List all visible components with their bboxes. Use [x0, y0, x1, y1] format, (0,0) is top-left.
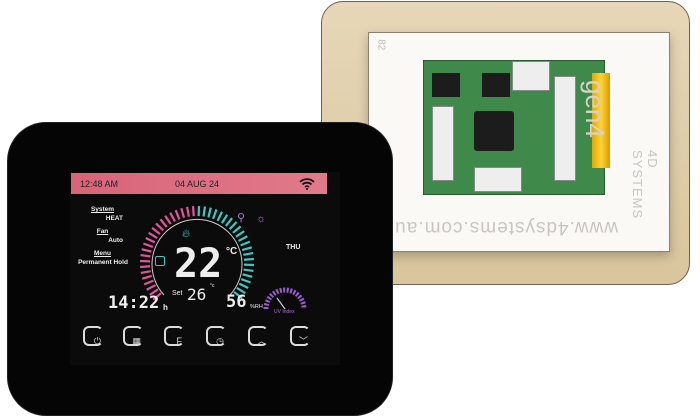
sun-icon: ☼ — [256, 213, 267, 225]
gauge-tick — [186, 206, 190, 217]
system-label: System — [90, 206, 115, 213]
system-value[interactable]: HEAT — [105, 215, 123, 222]
menu-value[interactable]: Permanent Hold — [78, 259, 128, 266]
down-chevron-button[interactable]: ﹀ — [290, 326, 310, 346]
uv-index-gauge — [263, 287, 307, 310]
gauge-tick — [169, 212, 176, 223]
grid-icon: ▦ — [132, 336, 141, 346]
gauge-tick — [241, 246, 253, 252]
fahrenheit-icon: F — [176, 336, 183, 346]
gauge-tick — [228, 221, 238, 230]
header-time: 12:48 AM — [80, 179, 119, 189]
temperature-unit: °C — [226, 246, 238, 257]
lock-icon — [155, 256, 165, 266]
gauge-tick — [152, 292, 162, 301]
gen4-logo: gen4 — [580, 80, 610, 138]
humidity: 56 — [226, 292, 247, 312]
gauge-tick — [233, 291, 243, 299]
power-button[interactable]: ⏻ — [83, 326, 103, 346]
gauge-tick — [143, 242, 154, 248]
up-chevron-icon: ︿ — [256, 336, 266, 346]
fan-label: Fan — [96, 228, 109, 235]
clock: 14:22 — [108, 293, 160, 313]
gauge-tick — [235, 230, 245, 238]
down-chevron-icon: ﹀ — [298, 336, 308, 346]
gauge-tick — [159, 218, 168, 228]
ribbon-cable — [592, 73, 610, 168]
wind-turbine-icon: ⚲ — [237, 212, 246, 224]
clock-icon: ◷ — [216, 336, 224, 346]
current-temperature: 22 — [174, 241, 223, 287]
gauge-tick — [140, 253, 151, 258]
board-url: www.4dsystems.com.au — [394, 217, 618, 238]
gauge-tick — [243, 257, 254, 261]
humidity-unit: %RH — [250, 304, 263, 310]
gauge-tick — [243, 268, 254, 273]
thermostat-screen — [70, 172, 340, 365]
gauge-tick — [145, 237, 156, 244]
gauge-tick — [149, 288, 159, 296]
gauge-tick — [237, 235, 248, 242]
gauge-tick — [146, 284, 157, 291]
gauge-tick — [180, 207, 186, 219]
set-label: Set — [172, 290, 183, 297]
gauge-tick — [207, 207, 212, 218]
fahrenheit-button[interactable]: F — [164, 326, 184, 346]
gauge-tick — [243, 252, 254, 256]
gauge-tick — [238, 282, 249, 289]
gauge-tick — [225, 217, 233, 227]
status-bar: 12:48 AM 04 AUG 24 — [71, 173, 327, 194]
gauge-tick — [174, 209, 181, 220]
temperature-gauge — [139, 205, 255, 301]
fan-value[interactable]: Auto — [108, 237, 123, 244]
header-date: 04 AUG 24 — [175, 179, 220, 189]
gauge-tick — [148, 231, 158, 240]
gauge-tick — [141, 248, 152, 253]
gauge-tick — [240, 240, 251, 247]
up-chevron-button[interactable]: ︿ — [248, 326, 268, 346]
gauge-tick — [141, 274, 153, 280]
day-label: THU — [286, 244, 301, 251]
gauge-tick — [242, 273, 253, 278]
gauge-tick — [232, 225, 242, 234]
set-temperature[interactable]: 26 — [187, 285, 207, 304]
gauge-tick — [155, 222, 164, 232]
menu-label: Menu — [94, 250, 111, 257]
wifi-icon — [299, 178, 315, 190]
gauge-tick — [164, 215, 172, 225]
flame-icon: 🔥︎ — [182, 228, 191, 240]
gauge-tick — [143, 279, 154, 286]
gauge-tick — [191, 206, 195, 217]
gauge-tick — [240, 278, 251, 284]
power-icon: ⏻ — [93, 336, 101, 346]
gauge-tick — [140, 265, 151, 269]
gauge-tick — [151, 227, 161, 235]
gauge-tick — [236, 286, 246, 295]
board-label: 82 — [375, 39, 387, 51]
uv-index-label: UV Index — [274, 309, 295, 315]
clock-button[interactable]: ◷ — [206, 326, 226, 346]
company-logo: 4D SYSTEMS — [630, 150, 660, 220]
gauge-tick — [216, 211, 223, 222]
set-unit: °c — [210, 283, 215, 289]
raspberry-pi-module — [423, 60, 605, 195]
gauge-inner-arc — [151, 218, 243, 296]
grid-button[interactable]: ▦ — [123, 326, 143, 346]
gauge-tick — [220, 214, 229, 224]
gauge-tick — [140, 270, 151, 274]
gauge-tick — [202, 206, 207, 217]
clock-suffix: h — [163, 303, 168, 312]
gauge-tick — [212, 209, 218, 220]
